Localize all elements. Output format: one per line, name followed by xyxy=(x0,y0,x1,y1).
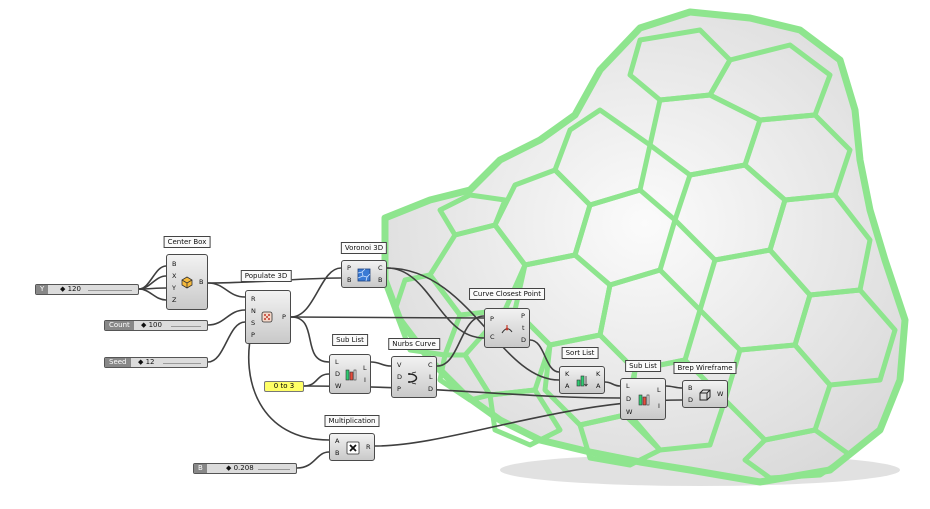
voronoi-3d-component[interactable]: P B C B xyxy=(341,260,387,288)
input-label: D xyxy=(397,373,403,381)
dice-icon xyxy=(261,311,273,323)
input-label: Z xyxy=(172,296,177,304)
input-label: A xyxy=(335,437,340,445)
output-label: R xyxy=(366,443,371,451)
input-label: K xyxy=(565,370,570,378)
closest-point-icon xyxy=(501,325,513,334)
output-label: P xyxy=(521,312,525,320)
output-label: D xyxy=(521,336,527,344)
input-label: S xyxy=(251,319,256,327)
input-label: V xyxy=(397,361,402,369)
slider-value: ◆ 100 xyxy=(141,321,162,329)
output-label: L xyxy=(363,364,367,372)
output-label: C xyxy=(378,264,383,272)
wireframe-icon xyxy=(699,389,711,401)
slider-value: ◆ 120 xyxy=(60,285,81,293)
slider-rail[interactable] xyxy=(163,363,201,364)
nurbs-curve-title: Nurbs Curve xyxy=(388,338,440,350)
input-label: D xyxy=(335,370,341,378)
slider-label: B xyxy=(194,464,207,473)
output-label: t xyxy=(522,324,525,332)
input-label: P xyxy=(397,385,401,393)
multiplication-component[interactable]: A B R xyxy=(329,433,375,461)
sort-icon xyxy=(576,375,588,387)
slider-value: ◆ 0.208 xyxy=(226,464,254,472)
panel-text: 0 to 3 xyxy=(273,382,295,390)
nurbs-icon xyxy=(408,371,418,385)
sort-list-title: Sort List xyxy=(561,347,599,359)
input-label: D xyxy=(688,396,694,404)
voronoi-cell xyxy=(742,427,853,481)
output-label: L xyxy=(429,373,433,381)
input-label: W xyxy=(626,408,633,416)
seed-slider[interactable]: Seed ◆ 12 xyxy=(104,357,208,368)
input-label: D xyxy=(626,395,632,403)
input-label: B xyxy=(688,384,693,392)
range-panel[interactable]: 0 to 3 xyxy=(264,381,304,392)
slider-label: Y xyxy=(36,285,49,294)
input-label: L xyxy=(626,382,630,390)
sub-list-1-title: Sub List xyxy=(332,334,368,346)
count-slider[interactable]: Count ◆ 100 xyxy=(104,320,208,331)
center-box-component[interactable]: B X Y Z B xyxy=(166,254,208,310)
output-label: B xyxy=(378,276,383,284)
nurbs-curve-component[interactable]: V D P C L D xyxy=(391,356,437,398)
input-label: P xyxy=(251,331,255,339)
sub-list-2-title: Sub List xyxy=(625,360,661,372)
output-label: C xyxy=(428,361,433,369)
slider-rail[interactable] xyxy=(88,290,132,291)
input-label: R xyxy=(251,295,256,303)
output-label: W xyxy=(717,390,724,398)
voronoi-icon xyxy=(357,268,371,282)
center-box-title: Center Box xyxy=(163,236,211,248)
box-icon xyxy=(181,276,193,289)
multiplication-title: Multiplication xyxy=(324,415,380,427)
multiply-icon xyxy=(346,441,360,455)
input-label: P xyxy=(347,264,351,272)
slider-label: Count xyxy=(105,321,134,330)
output-label: D xyxy=(428,385,434,393)
populate-3d-component[interactable]: R N S P P xyxy=(245,290,291,344)
input-label: W xyxy=(335,382,342,390)
output-label: A xyxy=(596,382,601,390)
input-label: C xyxy=(490,333,495,341)
input-label: N xyxy=(251,307,256,315)
input-label: P xyxy=(490,315,494,323)
output-label: B xyxy=(199,278,204,286)
input-label: Y xyxy=(172,284,176,292)
sub-list-2-component[interactable]: L D W L I xyxy=(620,378,666,420)
output-label: K xyxy=(596,370,601,378)
output-label: P xyxy=(282,313,286,321)
curve-closest-point-component[interactable]: P C P t D xyxy=(484,308,530,348)
input-label: X xyxy=(172,272,177,280)
input-label: B xyxy=(335,449,340,457)
y-slider[interactable]: Y ◆ 120 xyxy=(35,284,139,295)
voronoi-3d-title: Voronoi 3D xyxy=(340,242,388,254)
brep-wireframe-component[interactable]: B D W xyxy=(682,380,728,408)
b-slider[interactable]: B ◆ 0.208 xyxy=(193,463,297,474)
curve-closest-point-title: Curve Closest Point xyxy=(469,288,545,300)
input-label: B xyxy=(347,276,352,284)
sublist-icon xyxy=(638,394,650,406)
brep-wireframe-title: Brep Wireframe xyxy=(673,362,737,374)
output-label: I xyxy=(658,402,660,410)
output-label: I xyxy=(364,376,366,384)
populate-3d-title: Populate 3D xyxy=(240,270,292,282)
output-label: L xyxy=(657,386,661,394)
slider-rail[interactable] xyxy=(171,326,201,327)
slider-value: ◆ 12 xyxy=(138,358,155,366)
input-label: A xyxy=(565,382,570,390)
sub-list-1-component[interactable]: L D W L I xyxy=(329,354,371,394)
input-label: B xyxy=(172,260,177,268)
sublist-icon xyxy=(345,369,357,381)
slider-rail[interactable] xyxy=(258,469,290,470)
input-label: L xyxy=(335,358,339,366)
slider-label: Seed xyxy=(105,358,131,367)
voronoi-cell xyxy=(437,192,508,238)
sort-list-component[interactable]: K A K A xyxy=(559,366,605,394)
